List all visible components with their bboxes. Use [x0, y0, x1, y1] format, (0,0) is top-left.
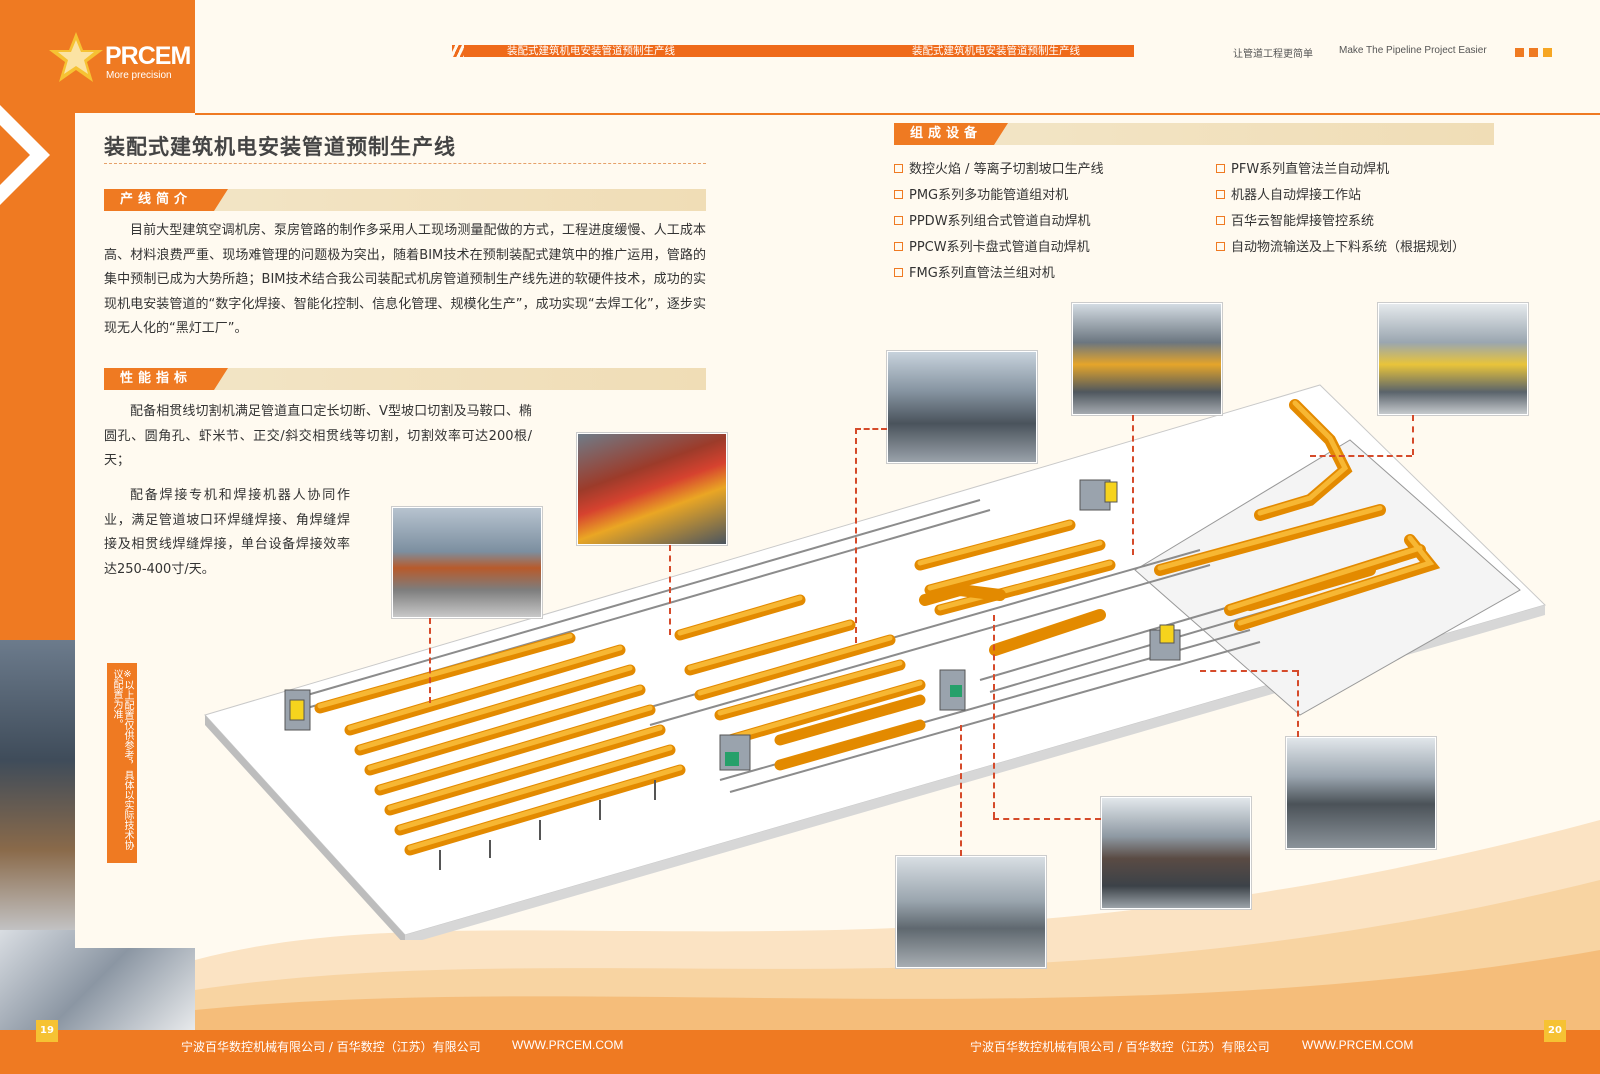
leader-line — [993, 615, 995, 818]
section-tag-equipment: 组成设备 — [894, 123, 994, 145]
photo-flame-cutting — [887, 351, 1037, 463]
section-tag-slash — [994, 123, 1008, 145]
wave-decoration — [195, 820, 1600, 1030]
brand-logo-text: PRCEM — [105, 42, 191, 70]
checkbox-icon — [894, 268, 903, 277]
photo-chuck-welder — [1101, 797, 1251, 909]
header-stripe — [464, 45, 1134, 57]
leader-line — [1132, 415, 1134, 555]
header-slogan-en: Make The Pipeline Project Easier — [1339, 45, 1487, 56]
leader-line — [1412, 415, 1414, 455]
section-tag-intro: 产线简介 — [104, 189, 214, 211]
brand-logo-subtitle: More precision — [106, 70, 172, 81]
checkbox-icon — [894, 242, 903, 251]
page-number-right: 20 — [1544, 1020, 1566, 1042]
checkbox-icon — [1216, 216, 1225, 225]
production-line-diagram — [204, 384, 1546, 940]
footer-company-right: 宁波百华数控机械有限公司 / 百华数控（江苏）有限公司 — [970, 1040, 1270, 1054]
photo-flange-welder — [1378, 303, 1528, 415]
footer-url-left: WWW.PRCEM.COM — [512, 1038, 624, 1052]
photo-cutting-line — [392, 507, 542, 618]
leader-line — [429, 618, 431, 703]
equipment-item: 机器人自动焊接工作站 — [1216, 187, 1465, 205]
chevron-decoration-icon — [0, 105, 50, 205]
equipment-item: 百华云智能焊接管控系统 — [1216, 213, 1465, 231]
intro-paragraph: 目前大型建筑空调机房、泵房管路的制作多采用人工现场测量配做的方式，工程进度缓慢、… — [104, 223, 706, 336]
checkbox-icon — [1216, 190, 1225, 199]
leader-line — [1297, 670, 1299, 737]
header-title-right: 装配式建筑机电安装管道预制生产线 — [912, 45, 1080, 57]
header-slogan-cn: 让管道工程更简单 — [1233, 49, 1313, 60]
checkbox-icon — [894, 190, 903, 199]
leader-line — [993, 818, 1101, 820]
leader-line — [855, 428, 857, 643]
title-divider — [104, 163, 706, 164]
header-square-2 — [1529, 48, 1538, 57]
photo-conveyor — [577, 433, 727, 545]
equipment-item: PMG系列多功能管道组对机 — [894, 187, 1104, 205]
header-square-1 — [1515, 48, 1524, 57]
equipment-item: FMG系列直管法兰组对机 — [894, 265, 1104, 283]
leader-line — [855, 428, 887, 430]
leader-line — [1310, 455, 1412, 457]
leader-line — [960, 725, 962, 856]
equipment-item: 数控火焰 / 等离子切割坡口生产线 — [894, 161, 1104, 179]
checkbox-icon — [1216, 242, 1225, 251]
checkbox-icon — [894, 216, 903, 225]
leader-line — [1200, 670, 1298, 672]
equipment-item: PPDW系列组合式管道自动焊机 — [894, 213, 1104, 231]
photo-robot-station — [1286, 737, 1436, 849]
checkbox-icon — [1216, 164, 1225, 173]
star-logo-icon — [49, 32, 103, 82]
section-header-equipment: 组成设备 — [894, 123, 1494, 145]
header-title-left: 装配式建筑机电安装管道预制生产线 — [507, 45, 675, 57]
section-tag-performance: 性能指标 — [104, 368, 214, 390]
performance-paragraph-welding: 配备焊接专机和焊接机器人协同作业，满足管道坡口环焊缝焊接、角焊缝焊接及相贯线焊缝… — [104, 488, 350, 577]
equipment-list-col2: PFW系列直管法兰自动焊机 机器人自动焊接工作站 百华云智能焊接管控系统 自动物… — [1216, 161, 1465, 257]
equipment-item: PFW系列直管法兰自动焊机 — [1216, 161, 1465, 179]
page-number-left: 19 — [36, 1020, 58, 1042]
equipment-item: PPCW系列卡盘式管道自动焊机 — [894, 239, 1104, 257]
photo-combination-welder — [896, 856, 1046, 968]
header-stripe-hatch-left — [452, 45, 476, 57]
equipment-list-col1: 数控火焰 / 等离子切割坡口生产线 PMG系列多功能管道组对机 PPDW系列组合… — [894, 161, 1104, 283]
section-header-intro: 产线简介 — [104, 189, 706, 211]
section-tag-slash — [214, 368, 228, 390]
page-title: 装配式建筑机电安装管道预制生产线 — [104, 135, 456, 159]
section-header-performance: 性能指标 — [104, 368, 706, 390]
equipment-item: 自动物流输送及上下料系统（根据规划） — [1216, 239, 1465, 257]
header-rule — [195, 113, 1600, 115]
checkbox-icon — [894, 164, 903, 173]
note-strip: ※以上配置仅供参考，具体以实际技术协议配置为准。 — [107, 663, 137, 863]
footer-company-left: 宁波百华数控机械有限公司 / 百华数控（江苏）有限公司 — [181, 1040, 481, 1054]
leader-line — [669, 545, 671, 635]
footer-bar — [0, 1030, 1600, 1074]
photo-pipe-fitting — [1072, 303, 1222, 415]
header-square-3 — [1543, 48, 1552, 57]
performance-paragraph-cutting: 配备相贯线切割机满足管道直口定长切断、V型坡口切割及马鞍口、椭圆孔、圆角孔、虾米… — [104, 404, 532, 468]
section-tag-slash — [214, 189, 228, 211]
header-stripe-hatch-right — [1110, 45, 1134, 57]
footer-url-right: WWW.PRCEM.COM — [1302, 1038, 1414, 1052]
